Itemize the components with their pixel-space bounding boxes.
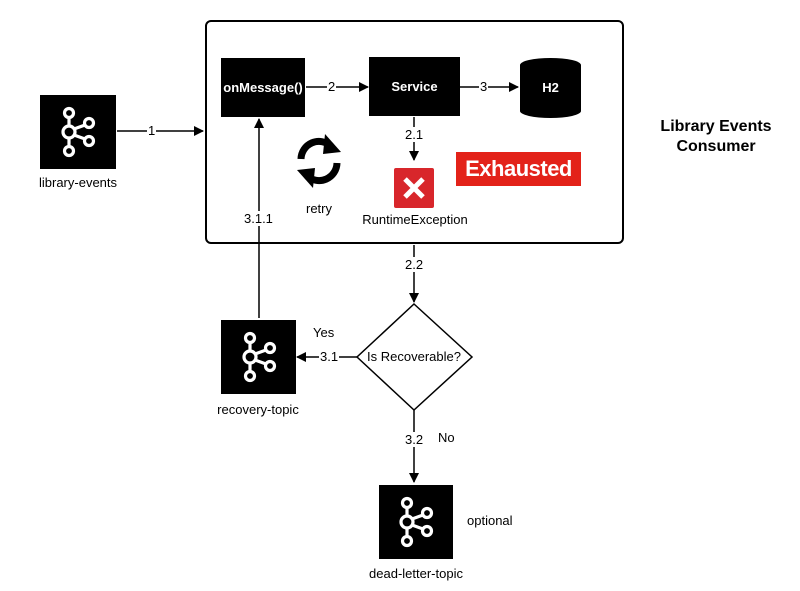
service-node: Service [369,57,460,116]
runtime-exception-label: RuntimeException [362,212,468,227]
edge-3-1-label: 3.1 [319,349,340,364]
h2-node: H2 [519,57,582,119]
dead-letter-topic-node [379,485,453,559]
kafka-icon [61,106,96,158]
diagram-title: Library Events Consumer [642,117,790,157]
database-icon [520,58,581,118]
title-line-1: Library Events [660,118,772,135]
edge-3-2-label: 3.2 [404,432,425,447]
no-label: No [438,430,455,445]
consumer-container [205,20,624,244]
dead-letter-topic-label: dead-letter-topic [369,566,463,581]
library-events-node [40,95,116,169]
edge-3-1-1-label: 3.1.1 [243,211,274,226]
edge-2-1-label: 2.1 [404,127,425,142]
recovery-topic-label: recovery-topic [217,402,299,417]
error-node [394,168,434,208]
decision-label: Is Recoverable? [367,349,461,364]
h2-label: H2 [542,80,559,95]
kafka-icon [241,331,276,383]
yes-label: Yes [313,325,335,340]
edge-1-label: 1 [147,123,157,138]
recovery-topic-node [221,320,296,394]
sync-icon [297,134,341,188]
edge-2-2-label: 2.2 [404,257,425,272]
optional-label: optional [467,513,513,528]
kafka-icon [399,496,434,548]
library-events-label: library-events [38,175,118,190]
decision-diamond [355,302,474,412]
retry-label: retry [306,201,332,216]
retry-icon-wrap [293,132,345,190]
edge-2-label: 2 [327,79,337,94]
on-message-node: onMessage() [221,58,305,117]
edge-3-label: 3 [479,79,489,94]
title-line-2: Consumer [676,138,756,155]
exhausted-badge: Exhausted [456,152,581,186]
close-icon [403,177,425,199]
